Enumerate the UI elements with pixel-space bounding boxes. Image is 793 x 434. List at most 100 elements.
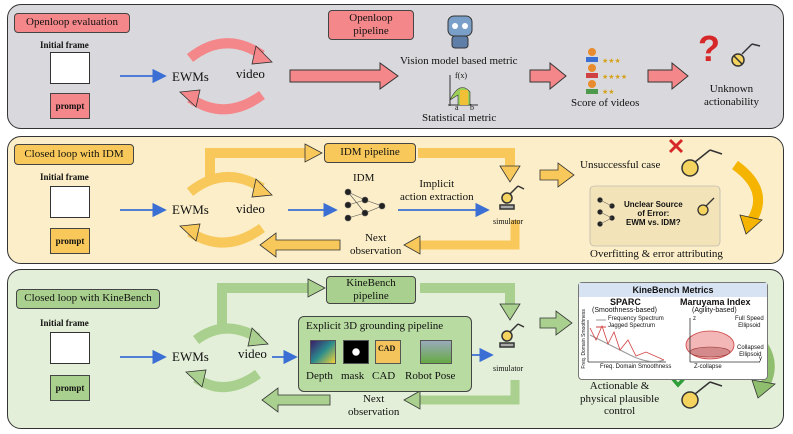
arrow-video-to-pipeline xyxy=(289,62,399,90)
fx-label: f(x) xyxy=(455,71,467,80)
unclear-label: Unclear Source of Error: EWM vs. IDM? xyxy=(624,200,683,228)
robot-head-icon xyxy=(447,15,473,49)
prompt-2: prompt xyxy=(50,228,90,254)
robot-pose-label: Robot Pose xyxy=(405,370,456,382)
initial-frame-label-3: Initial frame xyxy=(40,318,89,328)
statistical-metric-label: Statistical metric xyxy=(422,112,497,124)
ewms-label-3: EWMs xyxy=(172,349,209,364)
simulator-arm-icon-2 xyxy=(499,185,525,210)
unclear-error-box xyxy=(589,185,721,247)
depth-thumbnail xyxy=(310,340,336,364)
unknown-label: Unknown actionability xyxy=(704,83,759,108)
freq-domain-x-label: Freq. Domain Smoothness xyxy=(600,364,672,370)
cycle-arrow-top-3 xyxy=(192,323,261,345)
cycle-arrow-bottom-3 xyxy=(193,369,261,393)
video-label-2: video xyxy=(236,201,265,216)
score-label: Score of videos xyxy=(571,97,640,109)
freq-domain-y-label: Freq. Domain Smoothness xyxy=(580,309,587,369)
cad-label: CAD xyxy=(372,370,396,382)
arrow-to-metrics xyxy=(539,310,573,336)
robot-arm-icon xyxy=(731,43,761,67)
kinebench-title: Closed loop with KineBench xyxy=(16,289,160,309)
robot-pose-thumbnail xyxy=(420,340,452,364)
svg-text:★★★★: ★★★★ xyxy=(602,73,627,81)
arrow-to-kine-pipeline xyxy=(217,283,308,326)
mask-label: mask xyxy=(341,370,365,382)
neural-network-icon xyxy=(344,188,386,222)
grounding-title: Explicit 3D grounding pipeline xyxy=(306,320,444,332)
arrow-to-idm-pipeline xyxy=(205,148,305,178)
prompt-3: prompt xyxy=(50,375,90,401)
video-label-1: video xyxy=(236,66,265,81)
prompt-1: prompt xyxy=(50,93,90,119)
sparc-sub-label: (Smoothness-based) xyxy=(592,307,657,314)
arrow-return-3 xyxy=(420,380,520,405)
arrow-kine-pipeline-to-sim xyxy=(420,283,515,306)
actionable-label: Actionable & physical plausible control xyxy=(580,380,660,418)
openloop-title: Openloop evaluation xyxy=(14,13,130,33)
initial-frame-label-1: Initial frame xyxy=(40,40,89,50)
initial-frame-label-2: Initial frame xyxy=(40,172,89,182)
arrow-score-to-unknown xyxy=(647,61,689,91)
cad-badge: CAD xyxy=(378,344,396,353)
score-list-icon: ★★★ ★★★★ ★★ xyxy=(586,48,627,96)
next-observation-label-3: Next observation xyxy=(348,393,400,418)
cycle-arrow-top-2 xyxy=(186,172,265,196)
freq-spectrum-label: Frequency Spectrum xyxy=(608,316,664,322)
neural-network-icon-2 xyxy=(597,197,615,227)
simulator-label-3: simulator xyxy=(493,364,524,373)
depth-label: Depth xyxy=(306,370,333,382)
maruyama-sub-label: (Agility-based) xyxy=(692,307,737,314)
arrow-return-2 xyxy=(420,220,520,250)
y-axis-label: y xyxy=(759,356,762,362)
question-mark-icon: ? xyxy=(698,28,720,69)
b-label: b xyxy=(470,103,474,112)
unsuccessful-label: Unsuccessful case xyxy=(580,159,661,171)
metrics-title: KineBench Metrics xyxy=(579,283,767,297)
arrow-to-unsuccessful xyxy=(539,162,575,188)
cycle-arrow-bottom-1 xyxy=(187,90,265,115)
next-observation-label-2: Next observation xyxy=(350,232,402,257)
failed-robot-icon xyxy=(681,149,723,177)
ewms-label-2: EWMs xyxy=(172,202,209,217)
ewms-label-1: EWMs xyxy=(172,69,209,84)
arrow-metric-to-score xyxy=(529,61,567,91)
arrow-idm-pipeline-to-sim xyxy=(418,148,515,168)
vision-metric-label: Vision model based metric xyxy=(400,55,518,67)
openloop-pipeline-tag: Openloop pipeline xyxy=(328,10,414,40)
idm-pipeline-tag: IDM pipeline xyxy=(324,143,416,163)
svg-text:★★: ★★ xyxy=(602,88,615,96)
initial-frame-3 xyxy=(50,332,90,364)
z-axis-label: z xyxy=(693,316,696,322)
cross-icon xyxy=(668,138,684,154)
arrow-return-left-3 xyxy=(261,387,331,413)
cycle-arrow-top-1 xyxy=(186,38,265,62)
jagged-spectrum-label: Jagged Spectrum xyxy=(608,323,656,329)
cad-thumbnail xyxy=(375,340,401,364)
cycle-arrow-bottom-2 xyxy=(187,223,265,248)
mask-thumbnail xyxy=(343,340,369,364)
robot-arm-icon-2 xyxy=(697,197,715,216)
initial-frame-1 xyxy=(50,52,90,84)
overfitting-label: Overfitting & error attributing xyxy=(590,248,723,260)
maruyama-label: Maruyama Index xyxy=(680,297,751,307)
svg-text:★★★: ★★★ xyxy=(602,57,621,65)
implicit-label: Implicit action extraction xyxy=(400,178,474,203)
simulator-label-2: simulator xyxy=(493,217,524,226)
idm-label: IDM xyxy=(353,172,375,184)
a-label: a xyxy=(455,103,459,112)
arrow-return-left-2 xyxy=(259,232,341,258)
curve-arrow-unsuccessful xyxy=(731,160,764,223)
z-collapse-label: Z-collapse xyxy=(694,364,722,370)
kinebench-pipeline-tag: KineBench pipeline xyxy=(326,276,416,304)
idm-title: Closed loop with IDM xyxy=(14,144,134,165)
full-speed-label: Full Speed Ellipsoid xyxy=(735,316,764,329)
sparc-label: SPARC xyxy=(610,297,641,307)
statistical-chart-icon xyxy=(448,75,478,106)
simulator-arm-icon-3 xyxy=(499,323,525,348)
video-label-3: video xyxy=(238,346,267,361)
initial-frame-2 xyxy=(50,186,90,218)
collapsed-label: Collapsed Ellipsoid xyxy=(737,345,764,358)
success-robot-icon xyxy=(681,381,723,409)
